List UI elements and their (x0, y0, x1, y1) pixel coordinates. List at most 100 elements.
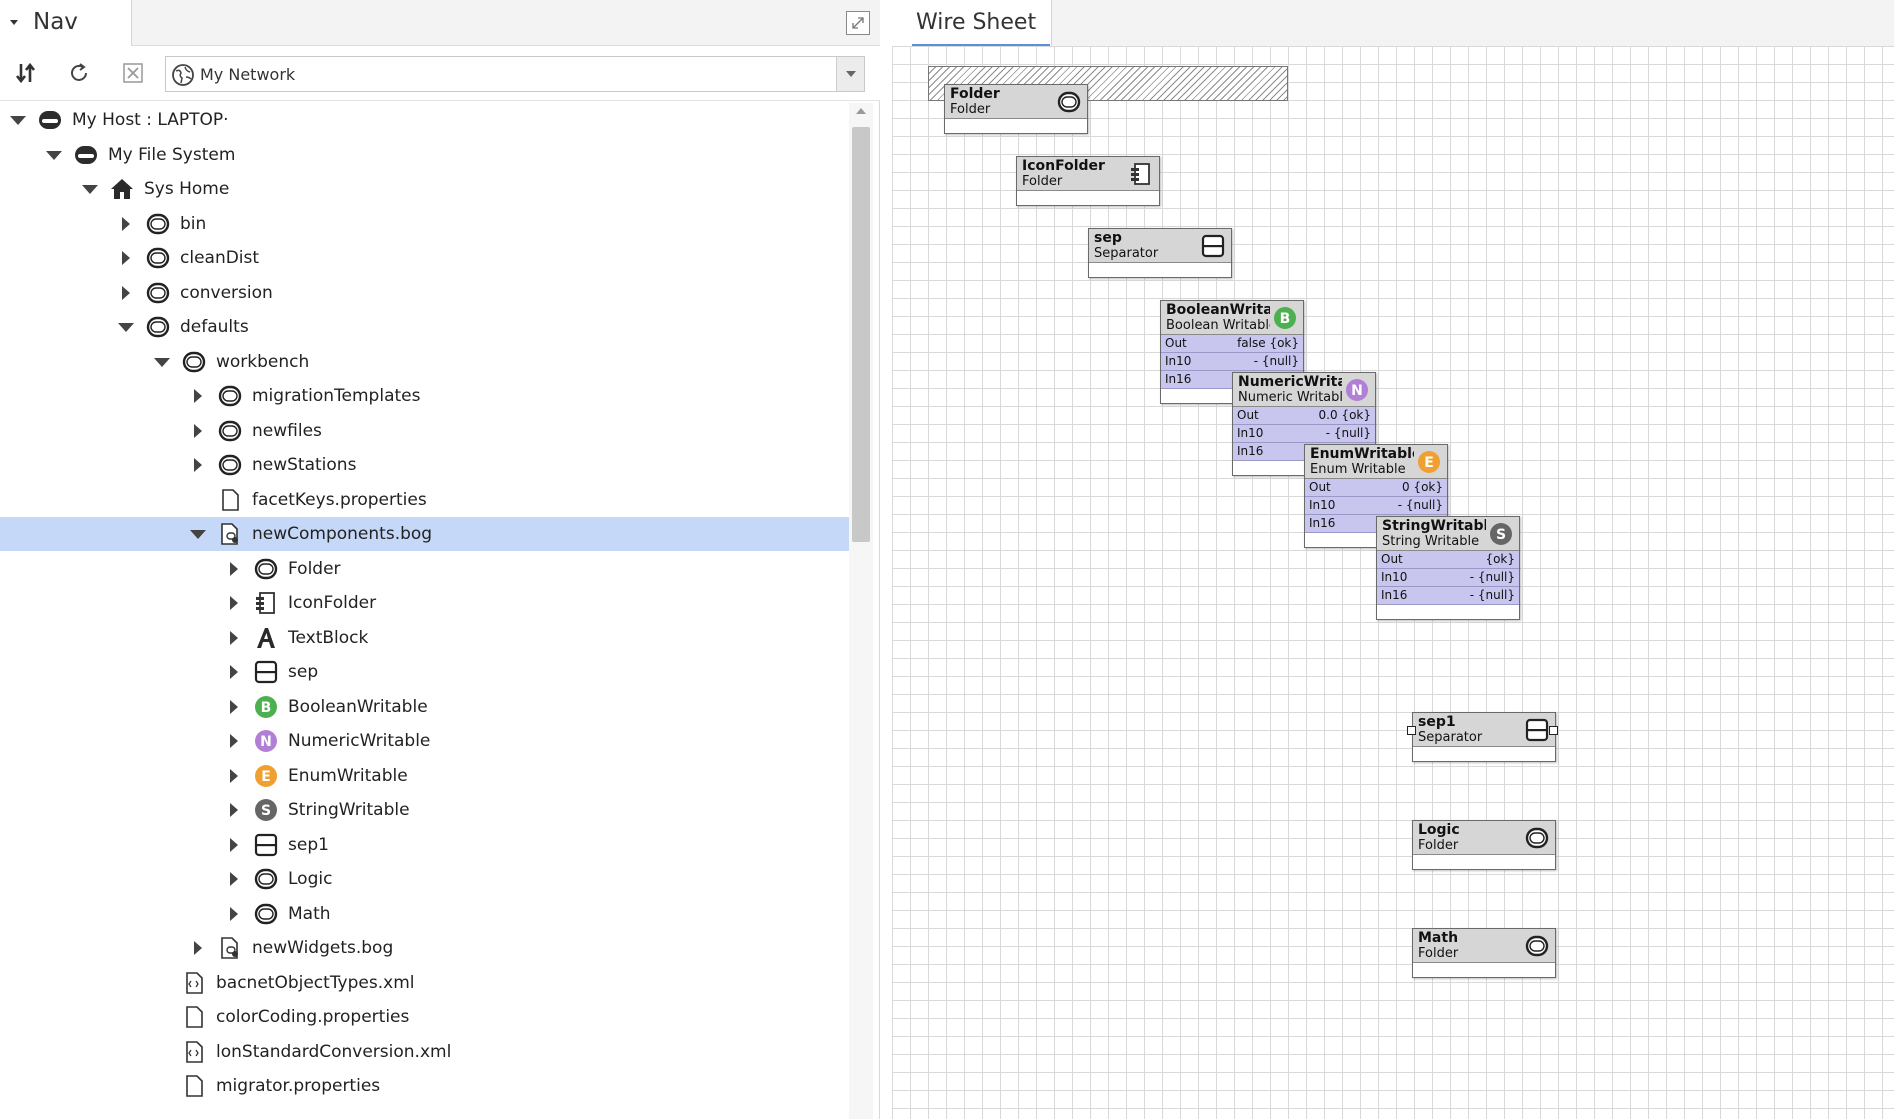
resize-handle-left[interactable] (1407, 726, 1416, 735)
tree-item-sep[interactable]: sep (0, 655, 849, 689)
expand-arrow-icon[interactable] (226, 596, 240, 610)
collapse-arrow-icon[interactable] (154, 355, 170, 369)
tree-item-migrationtemplates[interactable]: migrationTemplates (0, 379, 849, 413)
expand-arrow-icon[interactable] (190, 389, 204, 403)
collapse-arrow-icon[interactable] (118, 320, 134, 334)
collapse-arrow-icon[interactable] (82, 182, 98, 196)
tree-item-label: sep (288, 662, 319, 682)
expand-arrow-icon[interactable] (226, 838, 240, 852)
expand-arrow-icon[interactable] (226, 872, 240, 886)
collapse-arrow-icon[interactable] (10, 113, 26, 127)
expand-arrow-icon[interactable] (190, 424, 204, 438)
network-select[interactable]: My Network (165, 56, 865, 92)
tree-item-bin[interactable]: bin (0, 207, 849, 241)
expand-arrow-icon[interactable] (118, 286, 132, 300)
tree-item-migrator-properties[interactable]: migrator.properties (0, 1069, 849, 1103)
tree-item-lonstandardconversion-xml[interactable]: lonStandardConversion.xml (0, 1035, 849, 1069)
expand-arrow-icon[interactable] (226, 907, 240, 921)
tree-item-bacnetobjecttypes-xml[interactable]: bacnetObjectTypes.xml (0, 966, 849, 1000)
tree-item-workbench[interactable]: workbench (0, 345, 849, 379)
expand-arrow-icon[interactable] (226, 700, 240, 714)
maximize-button[interactable] (846, 11, 870, 35)
expand-arrow-icon[interactable] (226, 665, 240, 679)
nav-tab[interactable]: Nav (0, 0, 132, 47)
tree-item-my-host-laptop[interactable]: My Host : LAPTOP· (0, 103, 849, 137)
wire-node-stringwritable[interactable]: StringWritableString WritableSOut{ok}In1… (1376, 516, 1520, 620)
node-slot[interactable]: In10- {null} (1161, 353, 1303, 371)
tree-item-iconfolder[interactable]: IconFolder (0, 586, 849, 620)
tree-item-logic[interactable]: Logic (0, 862, 849, 896)
resize-handle-right[interactable] (1549, 726, 1558, 735)
tree-item-conversion[interactable]: conversion (0, 276, 849, 310)
node-slot[interactable]: In10- {null} (1233, 425, 1375, 443)
slot-name: Out (1237, 408, 1259, 422)
node-slot[interactable]: Out{ok} (1377, 551, 1519, 569)
tree-item-textblock[interactable]: TextBlock (0, 621, 849, 655)
expand-arrow-icon[interactable] (190, 941, 204, 955)
expand-arrow-icon[interactable] (226, 631, 240, 645)
refresh-button[interactable] (64, 58, 94, 88)
tree-item-sep1[interactable]: sep1 (0, 828, 849, 862)
tree-item-cleandist[interactable]: cleanDist (0, 241, 849, 275)
collapse-arrow-icon[interactable] (46, 148, 62, 162)
tree-item-math[interactable]: Math (0, 897, 849, 931)
tree-item-sys-home[interactable]: Sys Home (0, 172, 849, 206)
expand-arrow-icon[interactable] (226, 769, 240, 783)
tree-item-facetkeys-properties[interactable]: facetKeys.properties (0, 483, 849, 517)
dropdown-arrow-icon[interactable] (836, 57, 864, 91)
expand-arrow-icon[interactable] (118, 251, 132, 265)
tree-item-colorcoding-properties[interactable]: colorCoding.properties (0, 1000, 849, 1034)
tree-item-newstations[interactable]: newStations (0, 448, 849, 482)
tree-item-newwidgets-bog[interactable]: newWidgets.bog (0, 931, 849, 965)
tree-item-label: cleanDist (180, 248, 260, 268)
tree-item-my-file-system[interactable]: My File System (0, 138, 849, 172)
sync-button[interactable] (11, 58, 41, 88)
nav-scrollbar[interactable] (849, 103, 873, 1119)
wire-sheet-tab[interactable]: Wire Sheet (892, 0, 1052, 47)
expand-arrow-icon[interactable] (226, 734, 240, 748)
expand-arrow-icon[interactable] (226, 562, 240, 576)
scroll-up-icon[interactable] (856, 108, 866, 114)
expand-arrow-icon[interactable] (226, 803, 240, 817)
node-slot[interactable]: In10- {null} (1305, 497, 1447, 515)
node-slot[interactable]: In10- {null} (1377, 569, 1519, 587)
tree-item-newfiles[interactable]: newfiles (0, 414, 849, 448)
tree-item-newcomponents-bog[interactable]: newComponents.bog (0, 517, 849, 551)
node-slot[interactable]: In16- {null} (1377, 587, 1519, 605)
expand-arrow-icon[interactable] (190, 458, 204, 472)
nav-menu-caret-icon[interactable] (10, 20, 18, 25)
tree-item-defaults[interactable]: defaults (0, 310, 849, 344)
expand-arrow-icon[interactable] (118, 217, 132, 231)
tree-item-folder[interactable]: Folder (0, 552, 849, 586)
file-icon (182, 1074, 206, 1098)
close-button[interactable] (118, 58, 148, 88)
collapse-arrow-icon[interactable] (190, 527, 206, 541)
scrollbar-thumb[interactable] (852, 127, 870, 542)
